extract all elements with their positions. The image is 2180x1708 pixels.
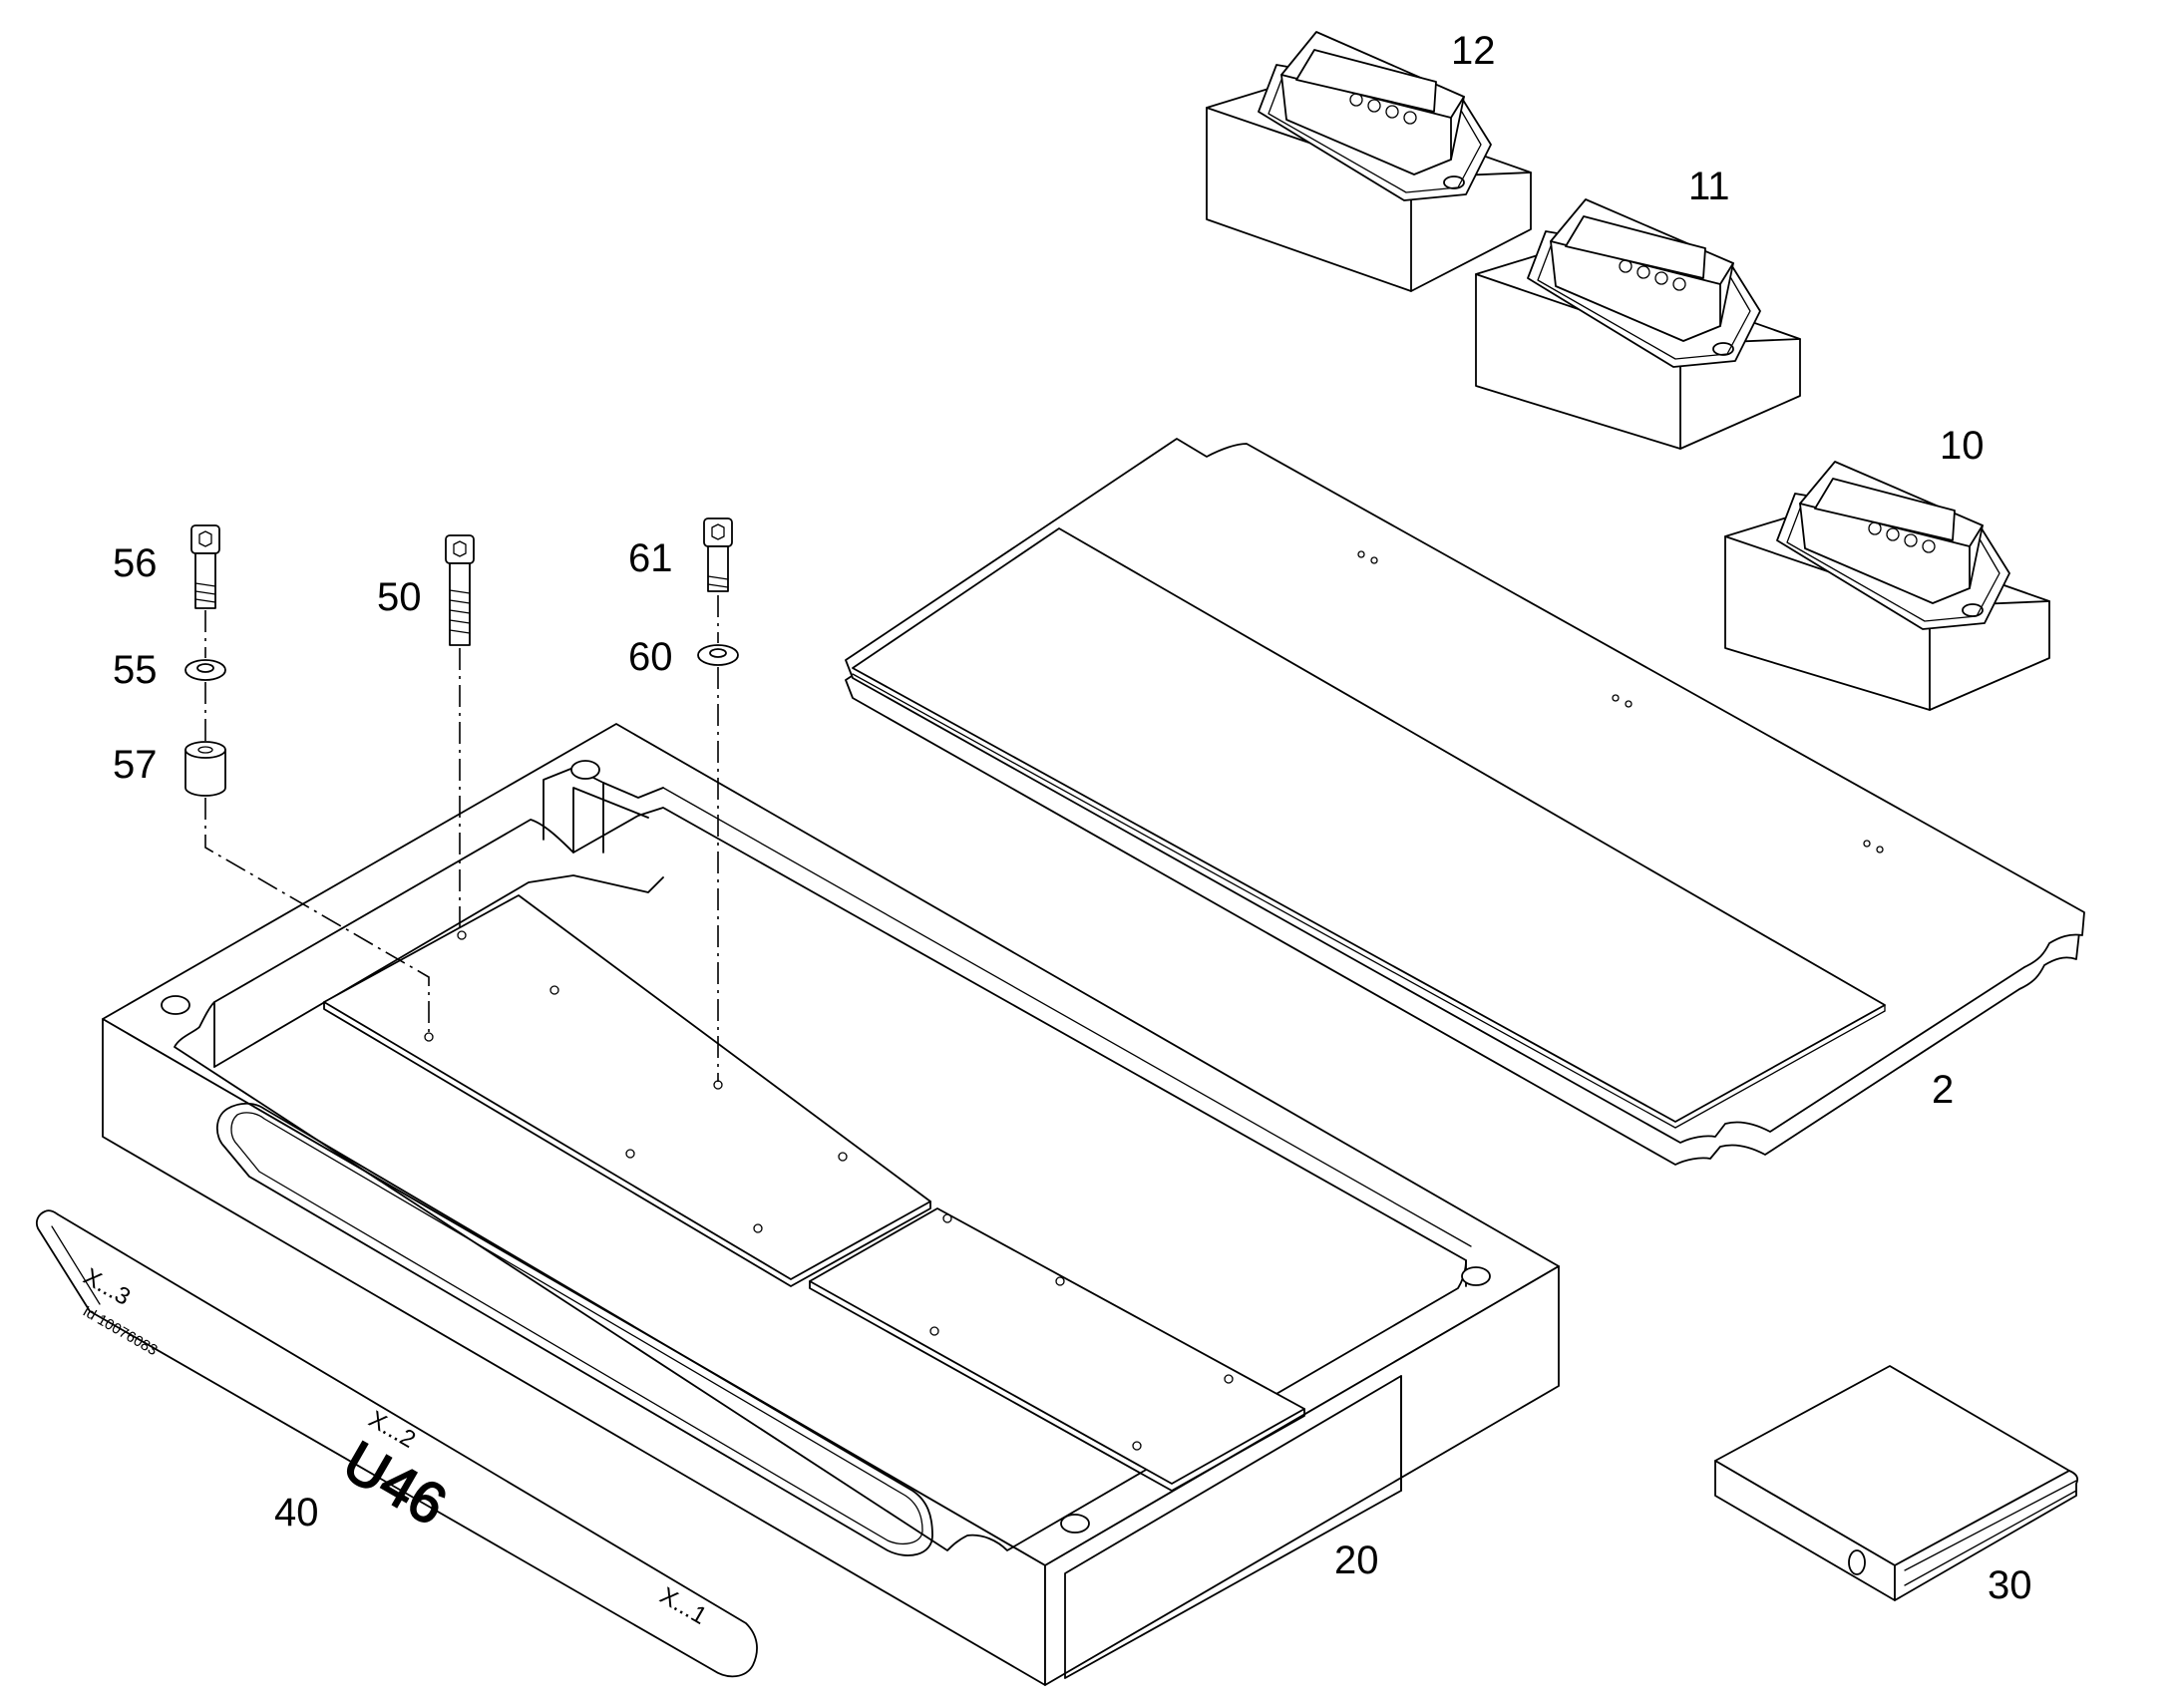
label-strip-part-40: X...3 Id 10076083 X...2 U46 X...1 bbox=[35, 1209, 758, 1678]
connector-part-12 bbox=[1206, 31, 1532, 292]
washer-part-60 bbox=[697, 644, 739, 666]
circuit-board-part-2 bbox=[845, 438, 2085, 1166]
callout-12: 12 bbox=[1451, 29, 1496, 73]
callout-55: 55 bbox=[113, 648, 158, 692]
callout-2: 2 bbox=[1932, 1068, 1954, 1112]
screw-part-61 bbox=[703, 517, 733, 592]
callout-60: 60 bbox=[628, 635, 673, 679]
callout-50: 50 bbox=[377, 575, 422, 619]
callout-numbers: 12 11 10 2 56 50 61 55 60 57 40 20 30 bbox=[113, 29, 2032, 1607]
callout-11: 11 bbox=[1688, 165, 1730, 208]
spacer-part-57 bbox=[184, 741, 226, 797]
connector-part-11 bbox=[1475, 198, 1801, 450]
connector-part-10 bbox=[1724, 461, 2050, 711]
callout-61: 61 bbox=[628, 536, 673, 580]
callout-56: 56 bbox=[113, 541, 158, 585]
washer-part-55 bbox=[184, 659, 226, 681]
binder-part-30 bbox=[1714, 1365, 2079, 1601]
callout-10: 10 bbox=[1940, 424, 1985, 468]
screw-part-56 bbox=[190, 524, 220, 609]
callout-20: 20 bbox=[1334, 1538, 1379, 1582]
callout-57: 57 bbox=[113, 743, 158, 787]
callout-30: 30 bbox=[1988, 1563, 2032, 1607]
assembly-centerlines bbox=[204, 595, 719, 1082]
callout-40: 40 bbox=[274, 1491, 319, 1535]
housing-part-20 bbox=[102, 723, 1560, 1686]
screw-part-50 bbox=[445, 534, 475, 646]
